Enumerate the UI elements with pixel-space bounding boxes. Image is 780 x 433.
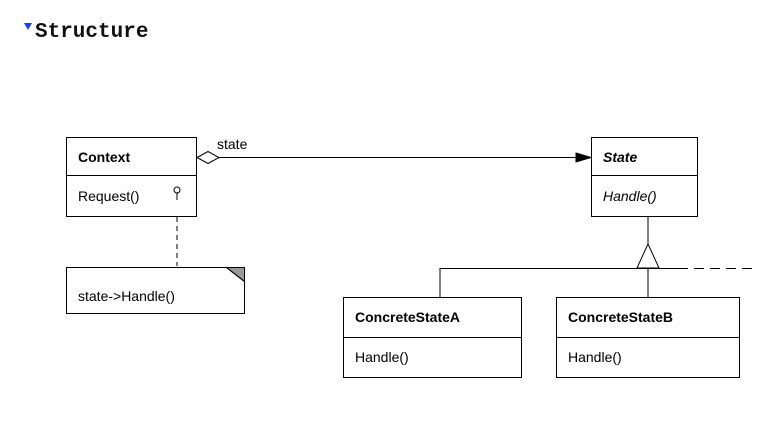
class-concrete-state-b: ConcreteStateB Handle() xyxy=(556,297,740,378)
class-context-operation: Request() xyxy=(78,188,139,204)
section-title: Structure xyxy=(35,21,149,44)
section-heading[interactable]: Structure xyxy=(24,20,148,46)
class-state-name: State xyxy=(603,149,637,165)
note-text: state->Handle() xyxy=(78,288,175,304)
class-state-operation: Handle() xyxy=(603,188,657,204)
aggregation-diamond-icon xyxy=(195,150,221,165)
class-concrete-state-a-operation: Handle() xyxy=(355,349,409,365)
class-concrete-state-a-name: ConcreteStateA xyxy=(355,309,460,325)
class-concrete-state-b-operation: Handle() xyxy=(568,349,622,365)
inheritance-triangle-icon xyxy=(636,242,660,269)
class-state: State Handle() xyxy=(591,137,698,217)
note-box: state->Handle() xyxy=(66,267,245,314)
arrowhead-icon xyxy=(575,152,593,163)
association-context-state: state xyxy=(195,136,593,165)
class-context-name: Context xyxy=(78,149,130,165)
class-concrete-state-a: ConcreteStateA Handle() xyxy=(343,297,522,378)
class-concrete-state-b-name: ConcreteStateB xyxy=(568,309,673,325)
inheritance-hierarchy xyxy=(439,217,756,297)
class-context: Context Request() xyxy=(66,137,197,217)
triangle-down-icon[interactable] xyxy=(24,23,32,30)
association-role-label: state xyxy=(217,136,248,152)
